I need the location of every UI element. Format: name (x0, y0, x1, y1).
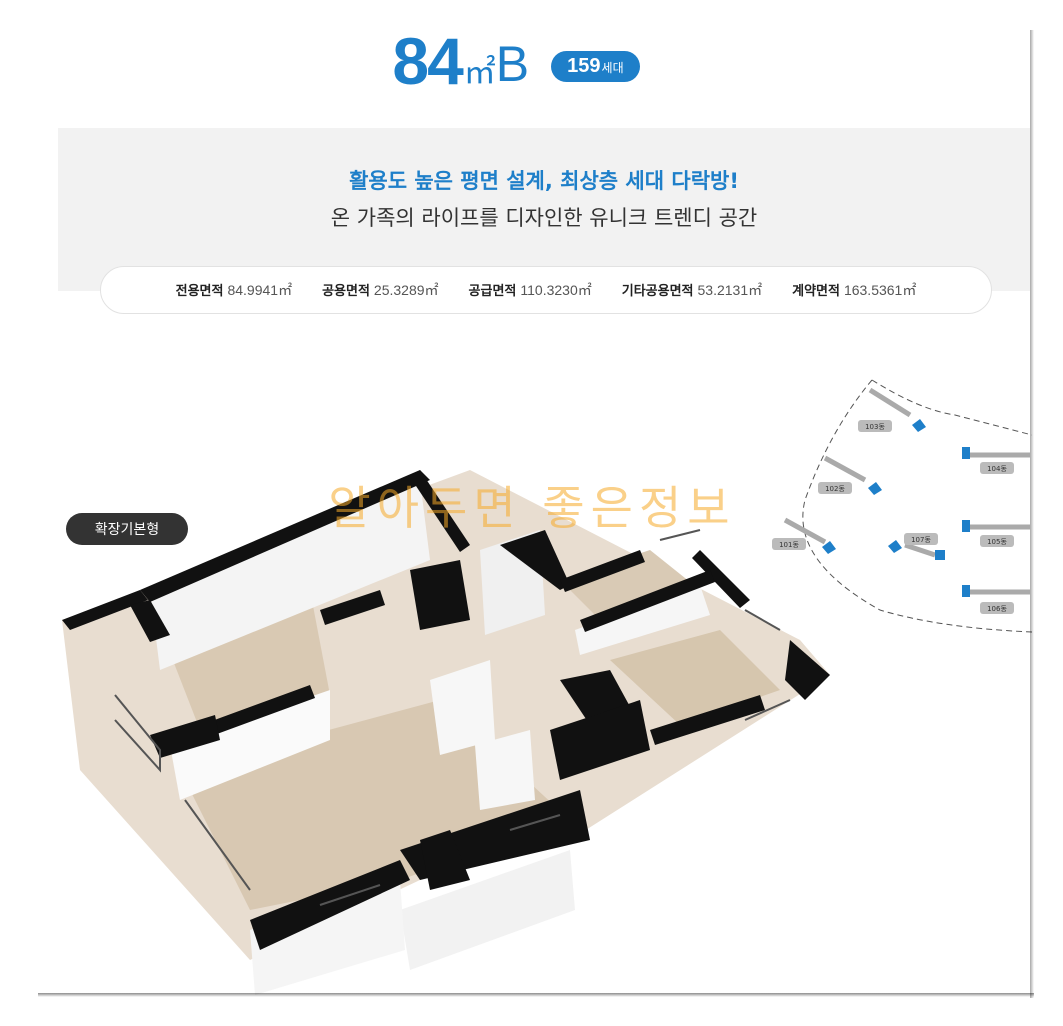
building-101: 101동 (772, 517, 836, 554)
building-104: 104동 (962, 447, 1030, 474)
building-label: 106동 (987, 605, 1007, 613)
floor-plan-3d-image (62, 470, 830, 995)
window-railings (114, 529, 791, 906)
headline: 활용도 높은 평면 설계, 최상층 세대 다락방! (349, 169, 739, 193)
unit-type-title: 84 ㎡ B 159 세대 (0, 28, 1032, 108)
wall-panel (150, 480, 430, 670)
spec-label: 공급면적 (468, 284, 517, 299)
spec-label: 기타공용면적 (621, 284, 694, 299)
wall-panel (430, 660, 495, 755)
building-label: 103동 (865, 423, 885, 431)
site-plan-map: 103동 104동 102동 101동 107동 (772, 379, 1032, 633)
building-106: 106동 (962, 585, 1030, 614)
building-label: 101동 (779, 541, 799, 549)
units-count: 159 (567, 55, 601, 77)
subline: 온 가족의 라이프를 디자인한 유니크 트렌디 공간 (330, 206, 758, 230)
building-103: 103동 (858, 387, 926, 432)
site-boundary (871, 379, 1032, 436)
description-panel (58, 128, 1030, 291)
spec-value: 25.3289㎡ (373, 282, 439, 298)
bedroom-floor-right (610, 630, 780, 725)
bedroom-floor-top (560, 550, 700, 620)
spec-label: 전용면적 (175, 284, 224, 299)
building-107: 107동 (888, 533, 945, 560)
spec-value: 84.9941㎡ (227, 282, 293, 298)
frame-shadow-bottom (38, 993, 1034, 997)
area-unit: ㎡ (463, 54, 496, 90)
watermark-text: 알아두면 좋은정보 (328, 481, 736, 535)
building-102: 102동 (818, 455, 882, 495)
wall-panel (170, 690, 330, 800)
wall-tops (62, 470, 830, 950)
type-letter: B (495, 36, 530, 92)
spec-value: 53.2131㎡ (697, 282, 763, 298)
site-boundary (802, 379, 1032, 633)
wall-panel (250, 880, 405, 995)
wall-panel (575, 585, 710, 655)
building-105: 105동 (962, 520, 1030, 547)
spec-value: 163.5361㎡ (843, 282, 917, 298)
building-label: 102동 (825, 485, 845, 493)
spec-label: 계약면적 (792, 284, 840, 299)
building-label: 104동 (987, 465, 1007, 473)
units-suffix: 세대 (601, 61, 624, 75)
page-frame: 84 ㎡ B 159 세대 활용도 높은 평면 설계, 최상층 세대 다락방! … (0, 28, 1032, 995)
wall-panel (400, 850, 575, 970)
wall-panel (475, 730, 535, 810)
building-label: 105동 (987, 538, 1007, 546)
units-count-badge: 159 세대 (551, 51, 640, 82)
building-label: 107동 (911, 536, 931, 544)
frame-shadow-right (1030, 30, 1034, 998)
plan-type-badge[interactable]: 확장기본형 (66, 513, 188, 545)
spec-value: 110.3230㎡ (520, 282, 592, 298)
area-number: 84 (392, 24, 463, 98)
spec-label: 공용면적 (322, 284, 370, 299)
